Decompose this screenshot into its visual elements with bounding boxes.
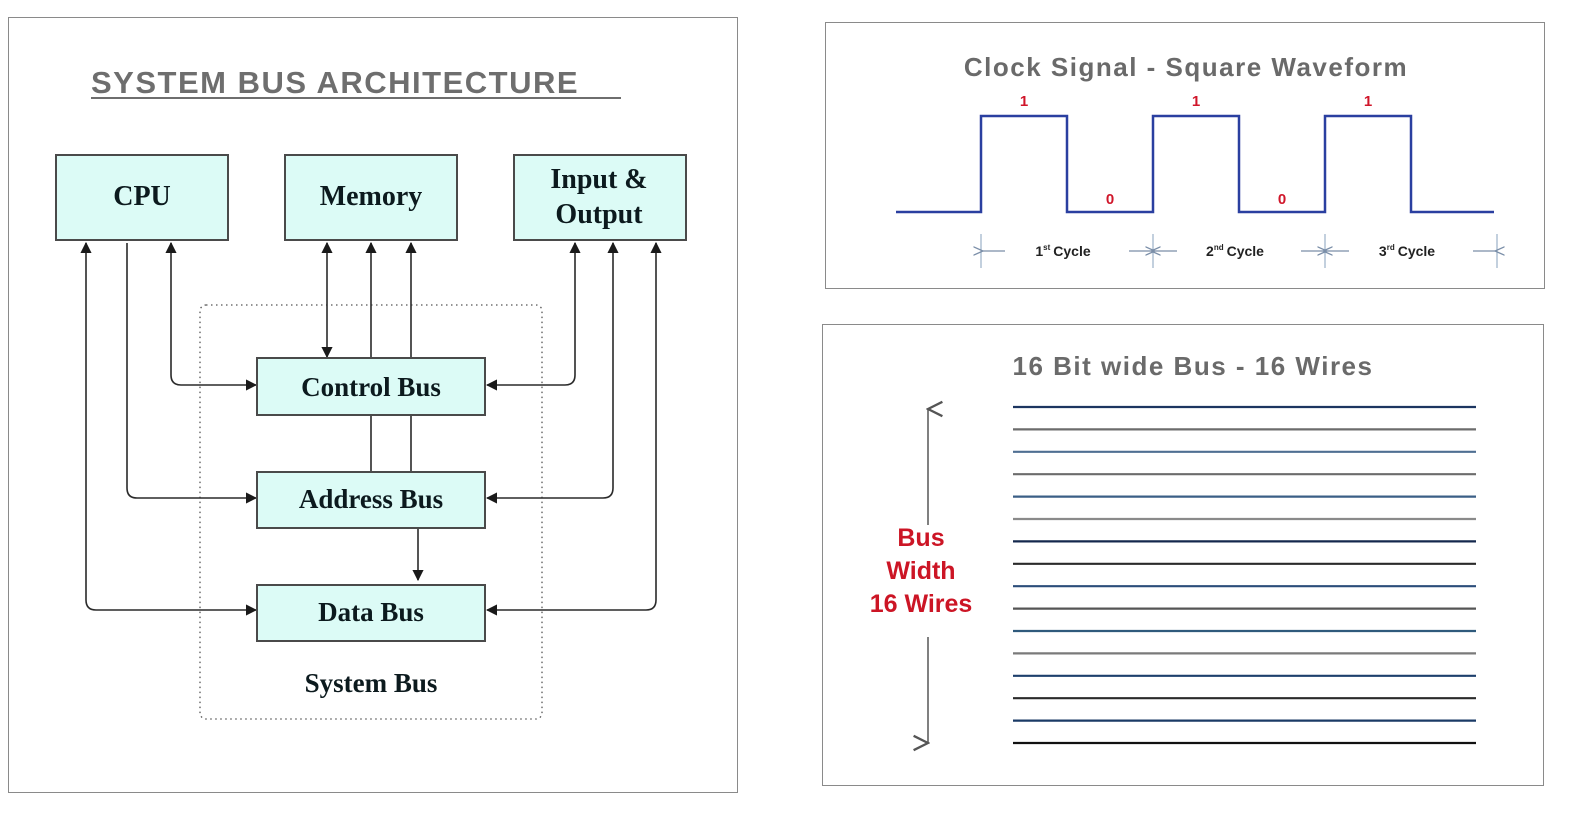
io-data-link [485,241,662,616]
io-label-line1: Input & [550,164,647,195]
bus-width-label-line1: Bus [897,524,944,552]
io-address-link [485,241,619,504]
architecture-title: SYSTEM BUS ARCHITECTURE [91,65,579,100]
memory-box: Memory [284,154,458,241]
level-low-label: 0 [1278,191,1286,208]
bus-width-label-line2: Width [886,557,955,585]
cpu-label: CPU [113,181,171,212]
system-bus-architecture-panel: SYSTEM BUS ARCHITECTURE System Bus [8,17,738,793]
wire-group [1013,405,1476,745]
architecture-diagram: SYSTEM BUS ARCHITECTURE System Bus [55,65,687,720]
io-box: Input & Output [513,154,687,241]
cpu-data-link [80,241,258,616]
level-low-label: 0 [1106,191,1114,208]
control-bus-box: Control Bus [256,357,486,416]
address-bus-label: Address Bus [299,484,443,514]
bus-wires-diagram: 16 Bit wide Bus - 16 Wires Bus Width 16 … [870,351,1476,787]
system-bus-label: System Bus [305,668,438,698]
bus-connections [80,241,662,616]
bus-width-panel: 16 Bit wide Bus - 16 Wires Bus Width 16 … [822,324,1544,786]
control-bus-label: Control Bus [301,372,441,402]
data-bus-box: Data Bus [256,584,486,642]
memory-label: Memory [320,181,423,212]
cpu-control-link [165,241,258,391]
cpu-box: CPU [55,154,229,241]
address-bus-box: Address Bus [256,471,486,529]
io-control-link [485,241,581,391]
bus-width-title: 16 Bit wide Bus - 16 Wires [1013,351,1374,381]
cpu-address-link [126,243,258,504]
clock-diagram: Clock Signal - Square Waveform 1 0 1 0 1 1st… [896,52,1546,268]
level-labels: 1 0 1 0 1 [1020,93,1372,208]
clock-signal-panel: Clock Signal - Square Waveform 1 0 1 0 1 1st… [825,22,1545,289]
square-wave [896,114,1494,214]
io-label-line2: Output [555,199,643,230]
clock-title: Clock Signal - Square Waveform [964,52,1408,82]
level-high-label: 1 [1364,93,1372,110]
bus-width-label-line3: 16 Wires [870,590,973,618]
level-high-label: 1 [1020,93,1028,110]
data-bus-label: Data Bus [318,597,424,627]
level-high-label: 1 [1192,93,1200,110]
